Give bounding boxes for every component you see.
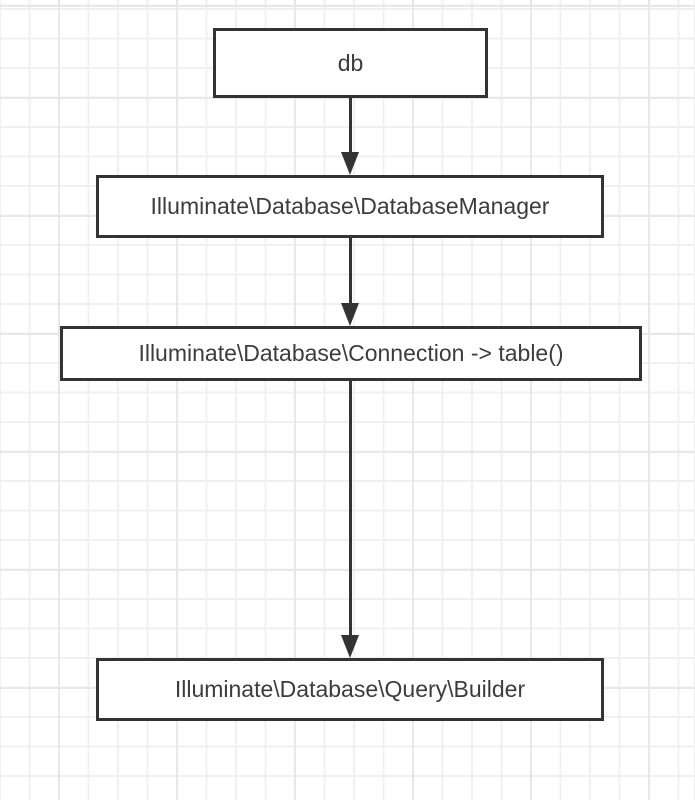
node-database-manager: Illuminate\Database\DatabaseManager xyxy=(96,175,604,238)
arrow-down-icon xyxy=(341,152,359,175)
arrow-shaft xyxy=(348,381,352,638)
arrow-down-icon xyxy=(341,303,359,326)
node-query-builder-label: Illuminate\Database\Query\Builder xyxy=(174,676,526,702)
node-db-label: db xyxy=(337,49,364,76)
node-connection-table: Illuminate\Database\Connection -> table(… xyxy=(60,326,642,381)
node-database-manager-label: Illuminate\Database\DatabaseManager xyxy=(150,193,550,219)
arrow-shaft xyxy=(348,238,352,306)
arrow-databasemanager-to-connection xyxy=(341,238,359,326)
arrow-down-icon xyxy=(341,635,359,658)
arrow-shaft xyxy=(348,98,352,155)
arrow-connection-to-querybuilder xyxy=(341,381,359,658)
node-connection-table-label: Illuminate\Database\Connection -> table(… xyxy=(138,340,564,366)
node-db: db xyxy=(213,28,488,98)
arrow-db-to-databasemanager xyxy=(341,98,359,175)
node-query-builder: Illuminate\Database\Query\Builder xyxy=(96,658,604,721)
